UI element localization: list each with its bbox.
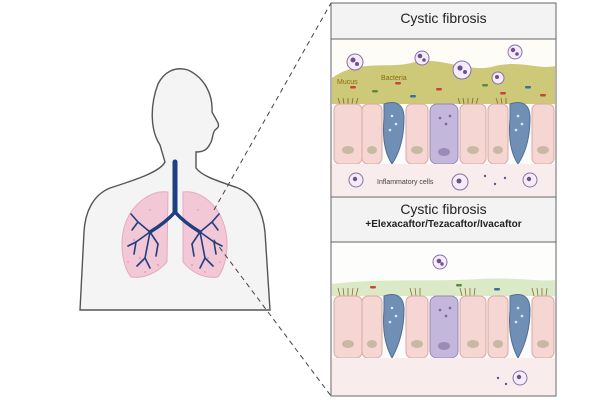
bottom-panel-subtitle: +Elexacaftor/Tezacaftor/Ivacaftor (365, 219, 522, 230)
zoom-lines (213, 2, 332, 397)
bacteria-label: Bacteria (381, 75, 407, 82)
goblet-granules-bottom (388, 306, 524, 324)
cell-nuclei-top (342, 146, 549, 156)
bottom-panel-header (330, 196, 557, 243)
right-bronchioles (191, 213, 223, 269)
goblet-cell-blue-2 (509, 102, 531, 165)
epithelial-cells-top (333, 102, 555, 165)
cell-nuclei-bottom (342, 340, 549, 350)
top-epithelium (332, 40, 555, 196)
right-bronchus (173, 210, 202, 234)
inflammatory-cells-top (346, 44, 523, 85)
basement-membrane-top (332, 164, 555, 196)
cilia-bottom (337, 287, 548, 297)
goblet-granules-top (388, 114, 524, 132)
bottom-epithelium (332, 243, 555, 395)
mucus-label: Mucus (337, 79, 358, 86)
bottom-panel-title: Cystic fibrosis (400, 201, 487, 217)
submucosa-nuclei (352, 174, 532, 186)
airway-tree (127, 159, 223, 269)
top-panel-header (330, 2, 557, 40)
thin-mucus-layer (332, 278, 555, 296)
thick-mucus-layer (332, 60, 555, 104)
bacteria-bottom (370, 284, 500, 291)
top-panel-title: Cystic fibrosis (400, 10, 487, 26)
goblet-cell-blue-1 (383, 102, 405, 165)
goblet-cell-blue-4 (509, 294, 531, 360)
left-bronchus (148, 210, 177, 234)
left-bronchioles (127, 213, 159, 269)
inflammatory-cells-label: Inflammatory cells (377, 179, 434, 186)
cilia-top (337, 97, 507, 105)
bacteria-top (350, 82, 546, 98)
goblet-cell-blue-3 (383, 294, 405, 360)
inflammatory-nuclei-top (350, 47, 519, 79)
